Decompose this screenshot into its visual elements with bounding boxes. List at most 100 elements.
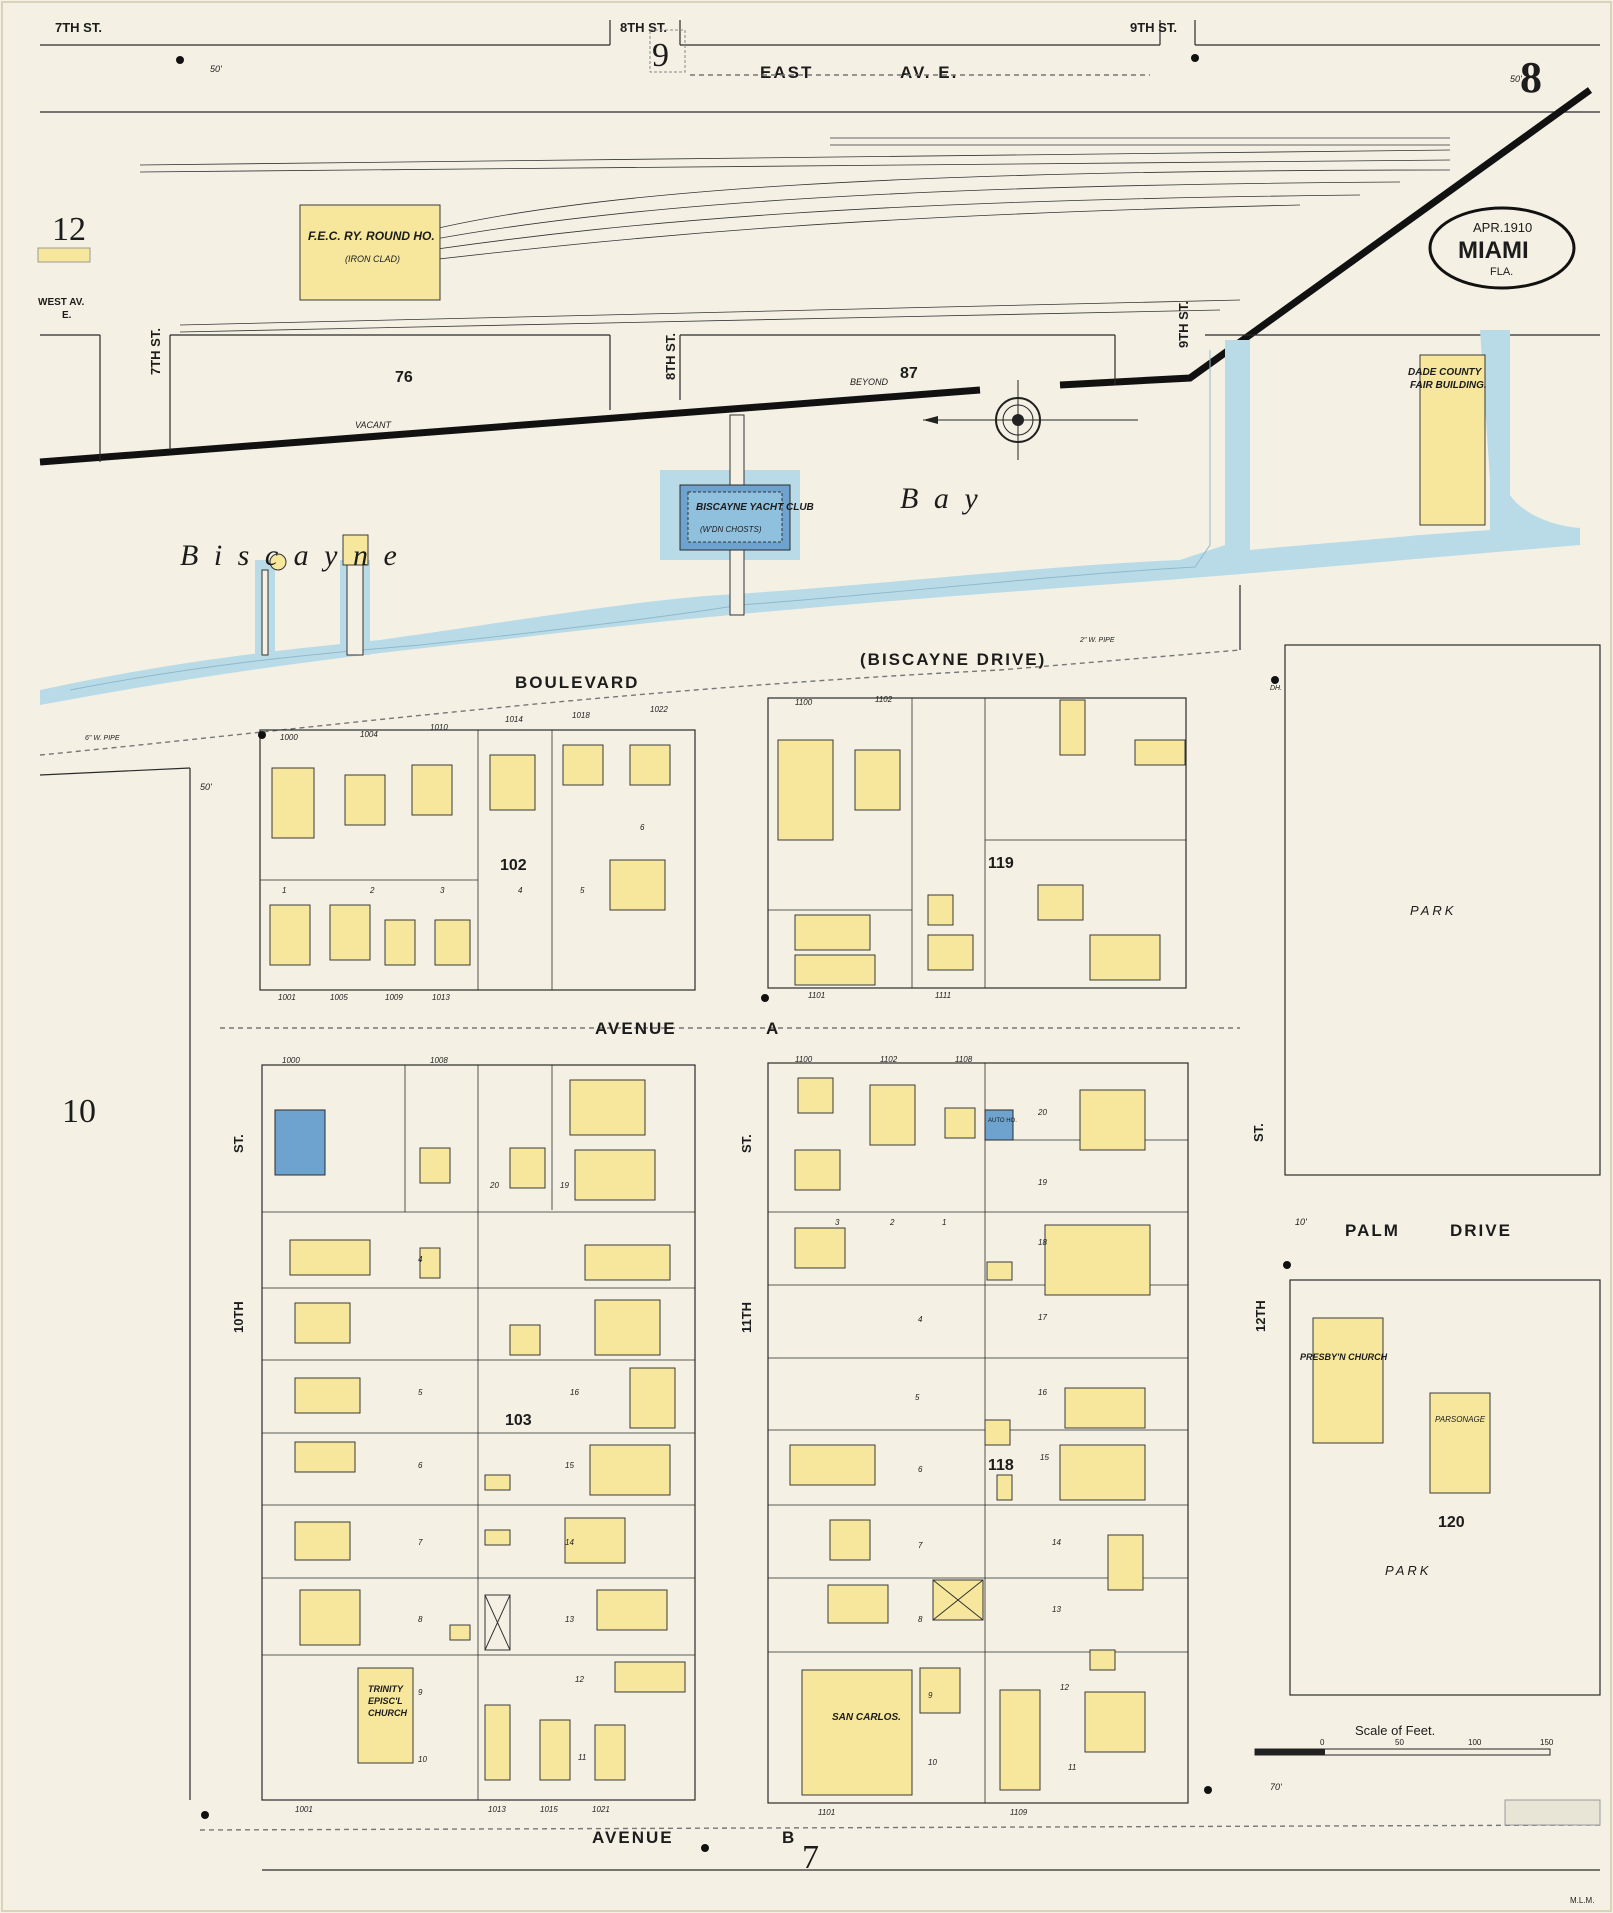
- block-120-label: 120: [1438, 1514, 1465, 1531]
- lot-number: 10: [418, 1755, 427, 1764]
- roundhouse-label: F.E.C. RY. ROUND HO.: [308, 229, 435, 243]
- block-118-label: 118: [988, 1457, 1014, 1474]
- lot-number: 19: [560, 1181, 569, 1190]
- hydrant-icon: [701, 1844, 709, 1852]
- address: 1022: [650, 705, 668, 714]
- address: 1102: [875, 695, 893, 704]
- lot-number: 20: [489, 1181, 499, 1190]
- fair-building: [1419, 354, 1486, 526]
- lot-number: 16: [570, 1388, 579, 1397]
- distance-70: 70': [1270, 1782, 1282, 1792]
- parsonage-building: [1429, 1392, 1491, 1494]
- address: 1001: [295, 1805, 313, 1814]
- hydrant-icon: [1271, 676, 1279, 684]
- trinity-label-3: CHURCH: [368, 1708, 407, 1718]
- san-carlos-label: SAN CARLOS.: [832, 1712, 901, 1723]
- lot-number: 13: [1052, 1605, 1061, 1614]
- address: 1108: [955, 1055, 973, 1064]
- street-east: EAST: [760, 63, 813, 82]
- street-avenue-a: AVENUE: [595, 1019, 677, 1038]
- lot-number: 14: [1052, 1538, 1061, 1547]
- compass-rose-icon: [923, 380, 1138, 460]
- address: 1101: [808, 991, 825, 1000]
- street-10th: 10TH: [231, 1301, 246, 1333]
- address: 1109: [1010, 1808, 1028, 1817]
- address: 1102: [880, 1055, 898, 1064]
- biscayne-bay: BISCAYNE YACHT CLUB (W'DN CHOSTS) B i s …: [40, 330, 1580, 705]
- lot-number: 6: [640, 823, 645, 832]
- street-7th: 7TH ST.: [148, 328, 163, 375]
- street-avenue-b: AVENUE: [592, 1828, 674, 1847]
- lot-number: 8: [418, 1615, 423, 1624]
- scale-bar: Scale of Feet. 0 50 100 150: [1254, 1723, 1554, 1756]
- trinity-label-1: TRINITY: [368, 1684, 404, 1694]
- block-119-label: 119: [988, 855, 1014, 872]
- block-87: 87: [900, 365, 918, 382]
- dh-label: DH.: [1270, 685, 1282, 692]
- street-west-av: WEST AV.: [38, 297, 85, 308]
- adjacent-sheet-7[interactable]: 7: [802, 1839, 819, 1876]
- address: 1000: [282, 1056, 300, 1065]
- lot-number: 9: [928, 1691, 933, 1700]
- block-102-label: 102: [500, 857, 527, 874]
- street-12th: 12TH: [1253, 1300, 1268, 1332]
- distance-10: 10': [1295, 1217, 1307, 1227]
- lot-number: 11: [578, 1753, 586, 1762]
- blocks-76-87: 7TH ST. 8TH ST. 9TH ST. 76 87 VACANT BEY…: [40, 301, 1600, 462]
- distance-50-right: 50': [1510, 74, 1522, 84]
- trinity-church-building: [357, 1667, 414, 1764]
- street-12th-st: ST.: [1251, 1123, 1266, 1142]
- adjacent-sheet-10[interactable]: 10: [62, 1093, 96, 1130]
- lot-number: 7: [918, 1541, 923, 1550]
- street-avenue-b-letter: B: [782, 1828, 796, 1847]
- lot-number: 12: [1060, 1683, 1069, 1692]
- trinity-label-2: EPISC'L: [368, 1696, 403, 1706]
- hydrant-icon: [761, 994, 769, 1002]
- distance-50: 50': [210, 64, 222, 74]
- park-label-2: PARK: [1385, 1563, 1431, 1578]
- street-drive: DRIVE: [1450, 1221, 1512, 1240]
- lot-number: 11: [1068, 1763, 1076, 1772]
- lot-number: 2: [889, 1218, 895, 1227]
- adjacent-sheet-12[interactable]: 12: [52, 211, 86, 248]
- title-cartouche: APR.1910 MIAMI FLA.: [1428, 206, 1576, 290]
- address: 1013: [432, 993, 450, 1002]
- park-upper: [1284, 644, 1601, 1176]
- hydrant-icon: [1191, 54, 1199, 62]
- lot-number: 18: [1038, 1238, 1047, 1247]
- block-102: 102 1000 1004 1010 1014 1018 1022 1001 1…: [258, 705, 696, 1002]
- lot-number: 9: [418, 1688, 423, 1697]
- address: 1001: [278, 993, 296, 1002]
- lot-number: 6: [418, 1461, 423, 1470]
- yacht-club-sub: (W'DN CHOSTS): [700, 525, 762, 534]
- address: 1004: [360, 730, 378, 739]
- hydrant-icon: [258, 731, 266, 739]
- lot-number: 7: [418, 1538, 423, 1547]
- address: 1100: [795, 698, 813, 707]
- lot-number: 15: [565, 1461, 574, 1470]
- street-11th: 11TH: [739, 1302, 754, 1333]
- block-76: 76: [395, 369, 413, 386]
- street-boulevard: BOULEVARD: [515, 673, 639, 692]
- street-8th-top: 8TH ST.: [620, 20, 667, 35]
- lot-number: 10: [928, 1758, 937, 1767]
- roundhouse-building: [299, 204, 441, 301]
- auto-ho-label: AUTO HO.: [988, 1118, 1017, 1124]
- street-biscayne-drive: (BISCAYNE DRIVE): [860, 650, 1046, 669]
- avenue-a-street: AVENUE A: [220, 1019, 1240, 1038]
- hydrant-icon: [201, 1811, 209, 1819]
- lot-number: 5: [418, 1388, 423, 1397]
- address: 1101: [818, 1808, 835, 1817]
- sheet-number: 8: [1520, 53, 1542, 102]
- pipe-label: 6" W. PIPE: [85, 735, 120, 742]
- cartouche-state: FLA.: [1490, 266, 1513, 278]
- address: 1009: [385, 993, 403, 1002]
- block-103: TRINITY EPISC'L CHURCH 103 1000 1008 100…: [261, 1056, 696, 1814]
- street-west-av-2: E.: [62, 310, 72, 321]
- address: 1021: [592, 1805, 610, 1814]
- scale-tick: 150: [1540, 1738, 1554, 1747]
- adjacent-sheet-9[interactable]: 9: [652, 37, 669, 74]
- lot-number: 4: [918, 1315, 923, 1324]
- lot-number: 1: [282, 886, 286, 895]
- san-carlos-hotel: [801, 1669, 913, 1796]
